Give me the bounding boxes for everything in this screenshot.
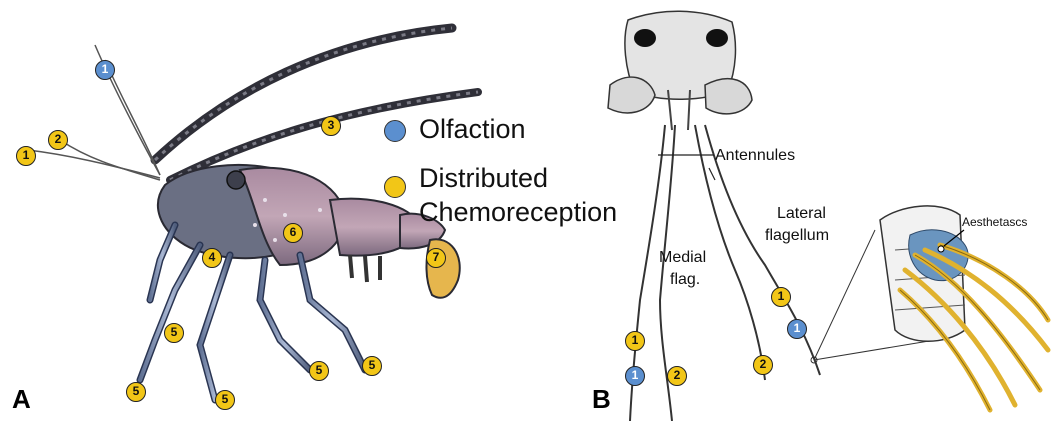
marker-a-1-distributed: 1 — [16, 146, 36, 166]
marker-b-lateral-1-olfaction: 1 — [787, 319, 807, 339]
distributed-legend-dot — [384, 176, 406, 198]
marker-a-7: 7 — [426, 248, 446, 268]
marker-b-lateral-1-distributed: 1 — [771, 287, 791, 307]
medial-flag-label-line2: flag. — [670, 271, 700, 289]
marker-b-medial-1-distributed: 1 — [625, 331, 645, 351]
marker-a-6: 6 — [283, 223, 303, 243]
aesthetascs-label: Aesthetascs — [962, 215, 1027, 229]
marker-a-5-4: 5 — [309, 361, 329, 381]
lateral-flagellum-label-line2: flagellum — [765, 227, 829, 245]
olfaction-legend-dot — [384, 120, 406, 142]
marker-b-medial-2: 2 — [667, 366, 687, 386]
aesthetasc-cluster-drawing — [880, 206, 1048, 410]
distributed-legend-label-line2: Chemoreception — [419, 197, 617, 227]
marker-b-lateral-2: 2 — [753, 355, 773, 375]
marker-a-4: 4 — [202, 248, 222, 268]
medial-flag-label-line1: Medial — [659, 249, 706, 267]
marker-b-medial-1-olfaction: 1 — [625, 366, 645, 386]
panel-label-b: B — [592, 384, 611, 415]
lateral-flagellum-label-line1: Lateral — [777, 205, 826, 223]
marker-a-5-1: 5 — [164, 323, 184, 343]
antennules-label: Antennules — [715, 147, 795, 165]
lobster-drawing — [28, 28, 478, 400]
marker-a-5-5: 5 — [362, 356, 382, 376]
marker-a-3: 3 — [321, 116, 341, 136]
panel-label-a: A — [12, 384, 31, 415]
distributed-legend-label-line1: Distributed — [419, 163, 548, 193]
marker-a-5-2: 5 — [126, 382, 146, 402]
marker-a-1-olfaction: 1 — [95, 60, 115, 80]
olfaction-legend-label: Olfaction — [419, 114, 526, 144]
marker-a-5-3: 5 — [215, 390, 235, 410]
marker-a-2: 2 — [48, 130, 68, 150]
